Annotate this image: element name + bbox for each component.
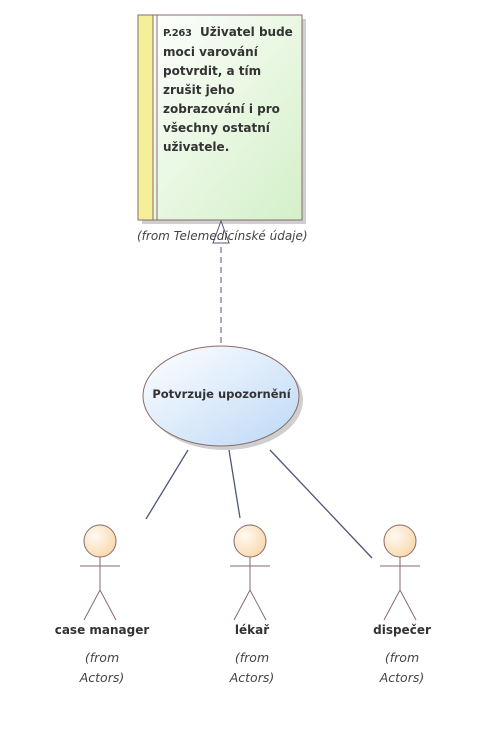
- actor-origin-line: (from: [84, 650, 120, 665]
- association-case-manager[interactable]: [145, 449, 189, 520]
- actor-name-dispecer: dispečer: [373, 623, 431, 637]
- actor-origin-dispecer: (from Actors): [342, 648, 462, 688]
- actor-dispecer[interactable]: [380, 524, 420, 621]
- actor-origin-line: Actors): [379, 670, 425, 685]
- requirement-text: P.263 Uživatel bude moci varování potvrd…: [163, 23, 293, 157]
- requirement-id: P.263: [163, 28, 192, 39]
- actor-name-lekar: lékař: [234, 623, 270, 637]
- association-lekar[interactable]: [228, 449, 241, 519]
- actor-origin-line: Actors): [79, 670, 125, 685]
- realization-arrowhead: [212, 219, 230, 244]
- requirement-description: Uživatel bude moci varování potvrdit, a …: [163, 25, 293, 154]
- requirement-box[interactable]: [137, 14, 303, 221]
- actor-case-manager[interactable]: [80, 524, 120, 621]
- actor-head-icon: [83, 524, 117, 558]
- requirement-origin: (from Telemedicínské údaje): [137, 229, 308, 243]
- actor-name-case-manager: case manager: [54, 623, 150, 637]
- actor-origin-line: (from: [234, 650, 270, 665]
- actor-origin-line: (from: [384, 650, 420, 665]
- requirement-stripe: [137, 14, 154, 221]
- actor-origin-lekar: (from Actors): [192, 648, 312, 688]
- use-case-label: Potvrzuje upozornění: [152, 387, 291, 401]
- actor-origin-case-manager: (from Actors): [42, 648, 162, 688]
- use-case-ellipse[interactable]: [142, 345, 300, 447]
- actor-lekar[interactable]: [230, 524, 270, 621]
- association-dispecer[interactable]: [269, 449, 373, 559]
- actor-origin-line: Actors): [229, 670, 275, 685]
- actor-head-icon: [233, 524, 267, 558]
- actor-head-icon: [383, 524, 417, 558]
